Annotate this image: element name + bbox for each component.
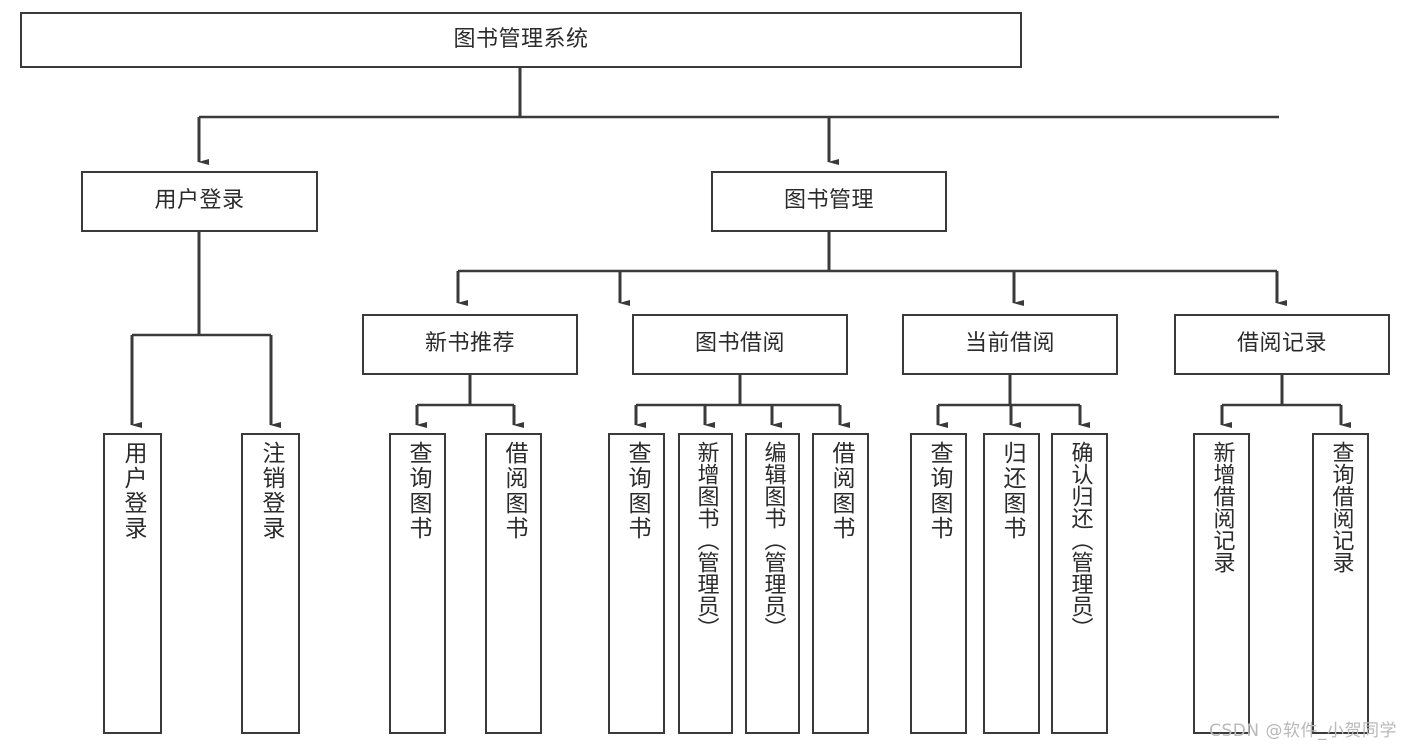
node-book-management-label: 图书管理: [783, 188, 874, 214]
leaf-current-confirm-return-label: 确认归还（管理员）: [1067, 441, 1093, 639]
leaf-current-confirm-return[interactable]: 确认归还（管理员）: [1051, 433, 1108, 734]
node-current-borrow[interactable]: 当前借阅: [902, 314, 1118, 375]
leaf-new-book-borrow[interactable]: 借阅图书: [485, 433, 542, 734]
leaf-user-login-login[interactable]: 用户登录: [103, 433, 162, 734]
leaf-new-book-borrow-label: 借阅图书: [501, 441, 527, 541]
node-borrow-record[interactable]: 借阅记录: [1174, 314, 1390, 375]
node-borrow-record-label: 借阅记录: [1236, 331, 1327, 357]
node-new-book-recommend[interactable]: 新书推荐: [362, 314, 578, 375]
node-root-system-label: 图书管理系统: [453, 26, 589, 52]
node-current-borrow-label: 当前借阅: [964, 331, 1055, 357]
leaf-borrow-add-book-label: 新增图书（管理员）: [693, 441, 719, 639]
leaf-borrow-edit-book-label: 编辑图书（管理员）: [760, 441, 786, 639]
node-book-borrow-label: 图书借阅: [694, 331, 785, 357]
leaf-borrow-borrow-book-label: 借阅图书: [828, 441, 854, 541]
leaf-current-query-book[interactable]: 查询图书: [910, 433, 967, 734]
leaf-current-return-book-label: 归还图书: [999, 441, 1025, 541]
leaf-current-return-book[interactable]: 归还图书: [983, 433, 1040, 734]
leaf-record-add-label: 新增借阅记录: [1209, 441, 1235, 573]
leaf-borrow-borrow-book[interactable]: 借阅图书: [812, 433, 869, 734]
leaf-user-login-logout[interactable]: 注销登录: [241, 433, 300, 734]
leaf-record-query[interactable]: 查询借阅记录: [1312, 433, 1369, 734]
node-book-borrow[interactable]: 图书借阅: [632, 314, 848, 375]
leaf-borrow-query-book-label: 查询图书: [624, 441, 650, 541]
leaf-borrow-add-book[interactable]: 新增图书（管理员）: [678, 433, 733, 734]
leaf-borrow-query-book[interactable]: 查询图书: [608, 433, 665, 734]
leaf-record-query-label: 查询借阅记录: [1328, 441, 1354, 573]
watermark-text: CSDN @软件_小贺同学: [1209, 721, 1397, 741]
node-root-system[interactable]: 图书管理系统: [20, 12, 1022, 68]
leaf-new-book-query[interactable]: 查询图书: [389, 433, 446, 734]
node-user-login[interactable]: 用户登录: [81, 171, 318, 232]
leaf-current-query-book-label: 查询图书: [926, 441, 952, 541]
node-book-management[interactable]: 图书管理: [711, 171, 947, 232]
leaf-record-add[interactable]: 新增借阅记录: [1193, 433, 1250, 734]
node-new-book-recommend-label: 新书推荐: [424, 331, 515, 357]
leaf-new-book-query-label: 查询图书: [405, 441, 431, 541]
leaf-user-login-login-label: 用户登录: [120, 441, 146, 541]
node-user-login-label: 用户登录: [154, 188, 245, 214]
leaf-borrow-edit-book[interactable]: 编辑图书（管理员）: [745, 433, 800, 734]
leaf-user-login-logout-label: 注销登录: [258, 441, 284, 541]
